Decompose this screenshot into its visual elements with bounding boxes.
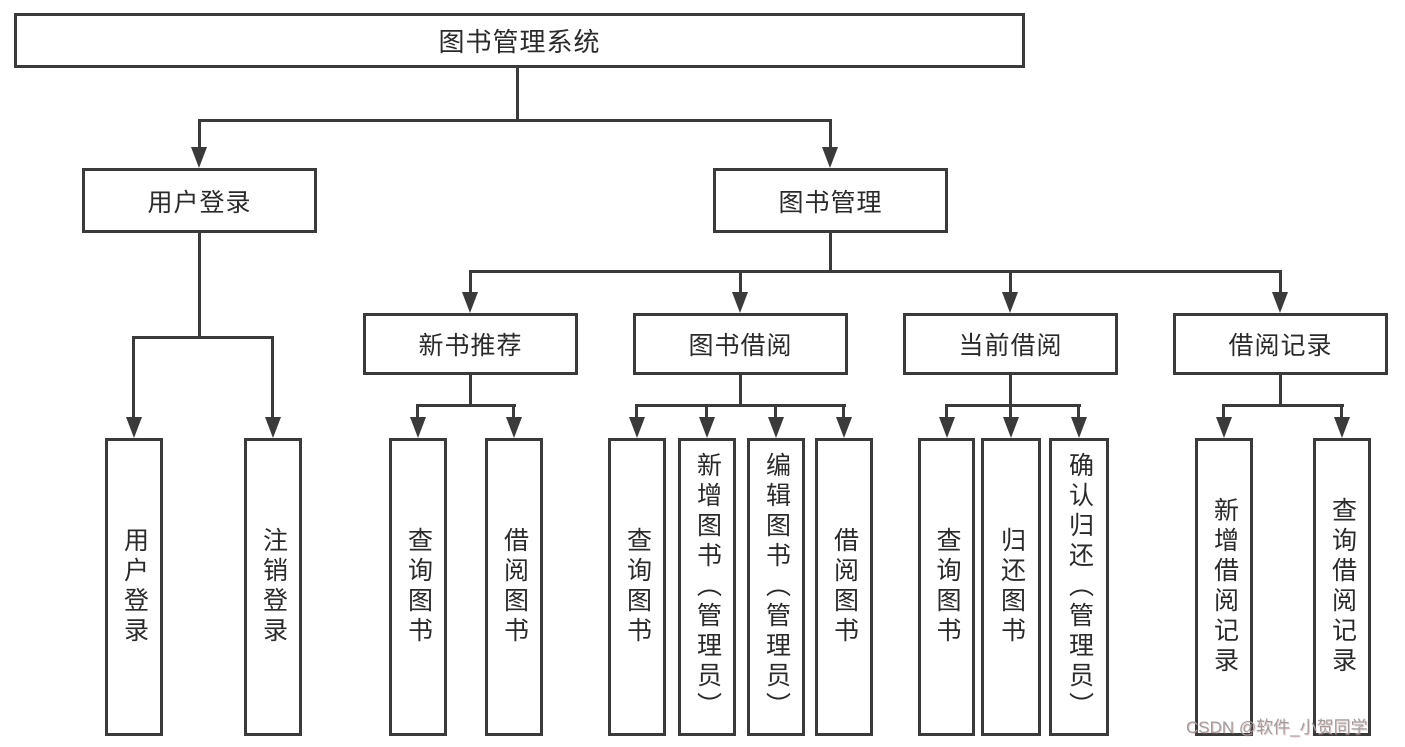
csdn-watermark: CSDN @软件_小贺同学 [1186,718,1368,737]
connector-recommend-stem [469,375,472,406]
node-current-borrowing: 当前借阅 [903,313,1118,375]
connector-borrowing-branch [635,404,846,407]
node-borrowing-records: 借阅记录 [1173,313,1388,375]
arrow-to-leaf [1334,417,1350,438]
leaf-recommend-query-books: 查询图书 [389,438,447,736]
connector-drop-leaf-login [132,339,135,420]
arrow-to-leaf [836,417,852,438]
connector-drop [842,407,845,420]
arrow-to-leaf [768,417,784,438]
arrow-to-recommend [462,292,478,313]
leaf-query-borrow-record: 查询借阅记录 [1313,438,1371,736]
node-new-book-recommendation: 新书推荐 [363,313,578,375]
arrow-to-records [1272,292,1288,313]
leaf-confirm-return-admin: 确认归还（管理员） [1049,438,1109,736]
leaf-return-books: 归还图书 [981,438,1041,736]
node-library-management-system: 图书管理系统 [14,13,1025,68]
connector-user-login-stem [198,233,201,338]
connector-drop-recommend [469,273,472,295]
leaf-add-borrow-record: 新增借阅记录 [1195,438,1253,736]
arrow-to-leaf-logout [265,417,281,438]
connector-current-stem [1009,375,1012,406]
connector-drop [1222,407,1225,420]
connector-user-login-branch [132,336,274,339]
connector-level3-branch [469,270,1282,273]
leaf-add-books-admin: 新增图书（管理员） [678,438,736,736]
leaf-current-query-books: 查询图书 [918,438,975,736]
arrow-to-leaf-login [126,417,142,438]
arrow-to-user-login [191,147,207,168]
arrow-to-leaf [506,417,522,438]
leaf-borrowing-borrow-books: 借阅图书 [815,438,873,736]
node-book-management: 图书管理 [713,168,948,233]
leaf-logout: 注销登录 [244,438,302,736]
connector-drop-user-login [198,121,201,150]
node-user-login: 用户登录 [82,168,317,233]
connector-borrowing-stem [739,375,742,406]
arrow-to-leaf [939,417,955,438]
arrow-to-borrowing [732,292,748,313]
node-book-borrowing: 图书借阅 [633,313,848,375]
connector-drop-records [1279,273,1282,295]
leaf-recommend-borrow-books: 借阅图书 [485,438,543,736]
arrow-to-leaf [699,417,715,438]
connector-drop-current [1009,273,1012,295]
connector-recommend-branch [416,404,516,407]
connector-drop [635,407,638,420]
connector-drop [416,407,419,420]
connector-drop-book-management [829,121,832,150]
connector-records-stem [1279,375,1282,406]
connector-drop [1340,407,1343,420]
arrow-to-leaf [1071,417,1087,438]
connector-drop [705,407,708,420]
connector-root-stem [516,68,519,121]
arrow-to-book-management [822,147,838,168]
arrow-to-leaf [410,417,426,438]
leaf-borrowing-query-books: 查询图书 [608,438,666,736]
connector-drop [512,407,515,420]
arrow-to-leaf [1216,417,1232,438]
connector-level2-branch [198,119,832,122]
connector-drop [1077,407,1080,420]
leaf-user-login: 用户登录 [105,438,163,736]
connector-drop-leaf-logout [271,339,274,420]
connector-drop-borrowing [739,273,742,295]
connector-drop [1009,407,1012,420]
connector-current-branch [945,404,1081,407]
connector-book-management-stem [829,233,832,272]
connector-drop [774,407,777,420]
leaf-edit-books-admin: 编辑图书（管理员） [747,438,805,736]
arrow-to-current [1002,292,1018,313]
connector-drop [945,407,948,420]
connector-records-branch [1222,404,1344,407]
arrow-to-leaf [629,417,645,438]
arrow-to-leaf [1003,417,1019,438]
